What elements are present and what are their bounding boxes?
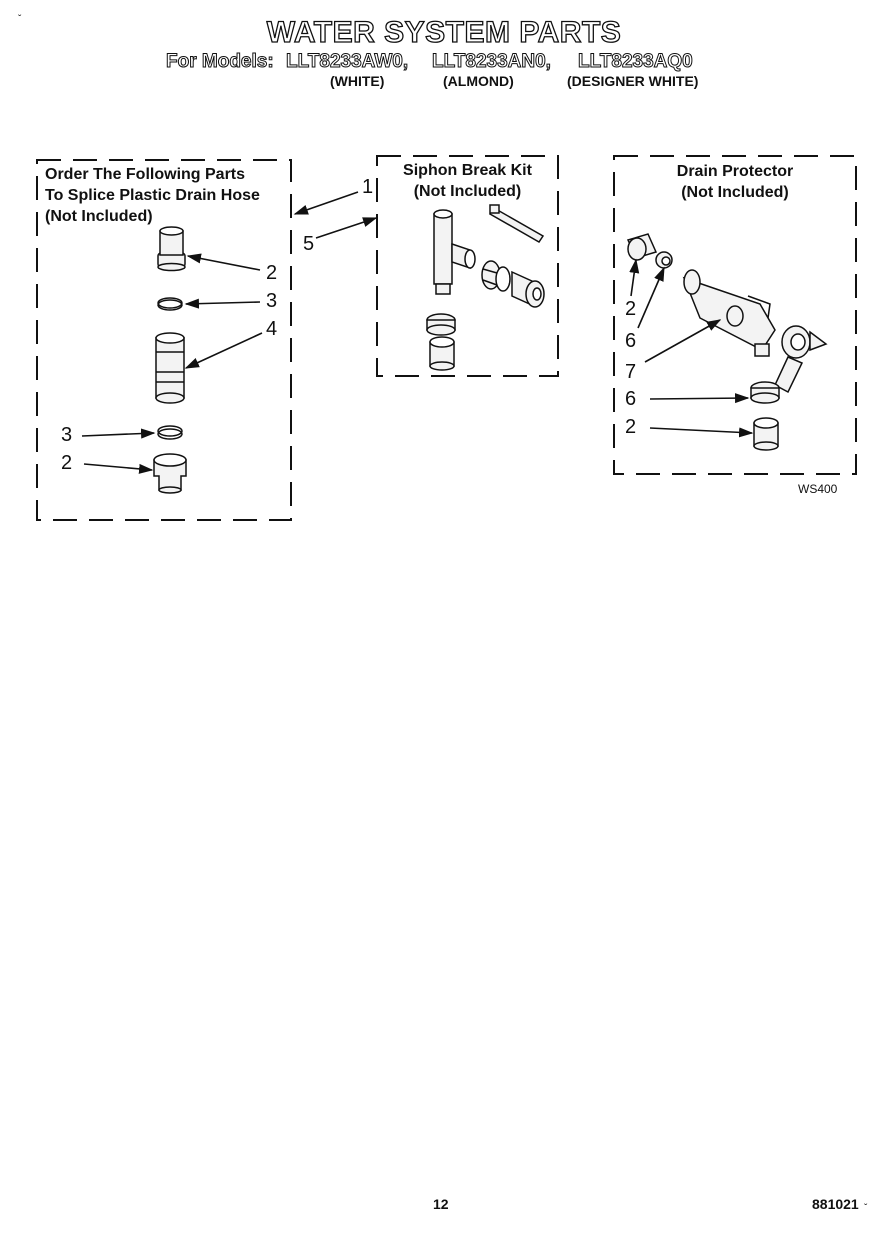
siphon-collar: [481, 260, 511, 292]
adapter-part-bottom: [153, 453, 187, 494]
model-color-1: (WHITE): [330, 73, 385, 89]
siphon-ring: [426, 313, 456, 336]
callout-right-6-bottom: 6: [625, 388, 637, 410]
callout-right-7: 7: [625, 361, 637, 383]
callout-1: 1: [362, 176, 374, 198]
tie-strap: [488, 204, 545, 243]
model-code-3: LLT8233AQ0: [578, 51, 694, 73]
splice-heading-line-2: To Splice Plastic Drain Hose: [45, 187, 260, 204]
drain-cap-upper: [626, 233, 658, 261]
drain-box-heading: Drain Protector (Not Included): [614, 161, 856, 203]
clamp-ring-bottom: [157, 425, 183, 440]
drain-protector-body: [682, 269, 828, 394]
document-mark: ˇ: [864, 1203, 868, 1214]
siphon-cap: [429, 336, 455, 371]
callout-left-2-bottom: 2: [61, 452, 73, 474]
callout-left-3-bottom: 3: [61, 424, 73, 446]
siphon-nut: [511, 270, 545, 308]
page-number: 12: [433, 1196, 449, 1212]
corner-mark: ˇ: [18, 14, 22, 25]
drain-ring-lower: [750, 381, 780, 404]
model-color-3: (DESIGNER WHITE): [567, 73, 699, 89]
siphon-heading-line-2: (Not Included): [413, 183, 522, 200]
drain-cap-lower: [753, 417, 779, 451]
drain-ring-upper: [655, 251, 673, 269]
splice-tube: [155, 332, 185, 404]
drain-heading-line-2: (Not Included): [681, 184, 789, 201]
siphon-kit-box: [376, 155, 559, 377]
drain-protector-box: [613, 155, 857, 475]
callout-5: 5: [303, 233, 315, 255]
callout-left-3-top: 3: [266, 290, 278, 312]
splice-box-heading: Order The Following Parts To Splice Plas…: [45, 164, 260, 227]
page-title: WATER SYSTEM PARTS: [266, 15, 622, 49]
siphon-box-heading: Siphon Break Kit (Not Included): [377, 160, 558, 202]
splice-parts-box: [36, 159, 292, 521]
splice-heading-line-1: Order The Following Parts: [45, 166, 246, 183]
clamp-ring-top: [157, 297, 183, 311]
callout-right-2-bottom: 2: [625, 416, 637, 438]
siphon-heading-line-1: Siphon Break Kit: [403, 162, 532, 179]
document-number: 881021: [812, 1196, 859, 1212]
model-color-2: (ALMOND): [443, 73, 514, 89]
adapter-part-top: [157, 226, 186, 272]
model-code-1: LLT8233AW0,: [285, 51, 409, 73]
figure-code: WS400: [798, 482, 838, 496]
siphon-tee: [433, 209, 476, 295]
callout-right-2-top: 2: [625, 298, 637, 320]
callout-left-4: 4: [266, 318, 278, 340]
drain-heading-line-1: Drain Protector: [676, 163, 794, 180]
callout-left-2-top: 2: [266, 262, 278, 284]
splice-heading-line-3: (Not Included): [45, 208, 153, 225]
model-code-2: LLT8233AN0,: [432, 51, 552, 73]
models-prefix: For Models:: [166, 51, 275, 73]
callout-right-6-top: 6: [625, 330, 637, 352]
